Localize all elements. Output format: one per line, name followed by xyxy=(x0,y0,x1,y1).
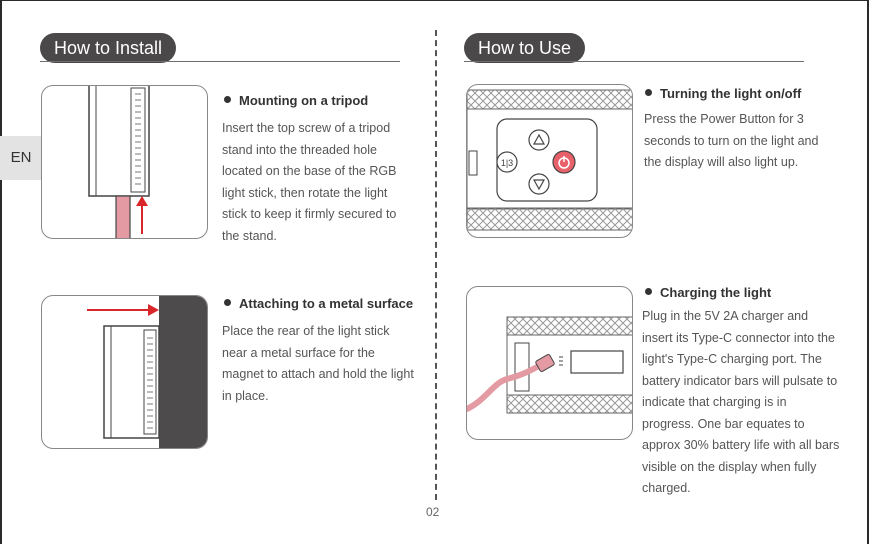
tripod-body-text: Insert the top screw of a tripod stand i… xyxy=(222,121,397,243)
arrow-up-icon xyxy=(136,196,148,206)
use-title-rule xyxy=(464,61,804,62)
power-illustration: 1|3 xyxy=(466,84,633,238)
charging-illustration xyxy=(466,286,633,440)
power-body-text: Press the Power Button for 3 seconds to … xyxy=(644,112,819,169)
metal-heading: Attaching to a metal surface xyxy=(224,296,413,311)
display-screen xyxy=(570,350,624,374)
tripod-screw-icon xyxy=(115,195,131,238)
metal-surface xyxy=(159,296,207,448)
power-heading: Turning the light on/off xyxy=(645,86,801,101)
metal-illustration xyxy=(41,295,208,449)
charging-heading: Charging the light xyxy=(645,285,771,300)
type-c-connector-icon xyxy=(535,354,555,372)
grip-ridges-icon xyxy=(135,93,141,185)
metal-body-text: Place the rear of the light stick near a… xyxy=(222,324,414,403)
charging-cable xyxy=(467,362,544,412)
tripod-illustration xyxy=(41,85,208,239)
battery-icon xyxy=(559,356,563,366)
language-tab[interactable]: EN xyxy=(0,136,42,180)
up-button-icon xyxy=(532,133,546,145)
mode-button-icon: 1|3 xyxy=(501,158,513,168)
center-divider xyxy=(435,30,437,500)
use-section-title: How to Use xyxy=(464,33,586,63)
arrow-right-icon xyxy=(148,304,159,316)
install-section-title: How to Install xyxy=(40,33,177,63)
page-number: 02 xyxy=(426,505,440,519)
down-button-icon xyxy=(532,179,546,191)
tripod-heading: Mounting on a tripod xyxy=(224,93,368,108)
install-title-rule xyxy=(40,61,400,62)
grip-ridges-icon xyxy=(147,337,153,429)
charging-body-text: Plug in the 5V 2A charger and insert its… xyxy=(642,309,840,495)
